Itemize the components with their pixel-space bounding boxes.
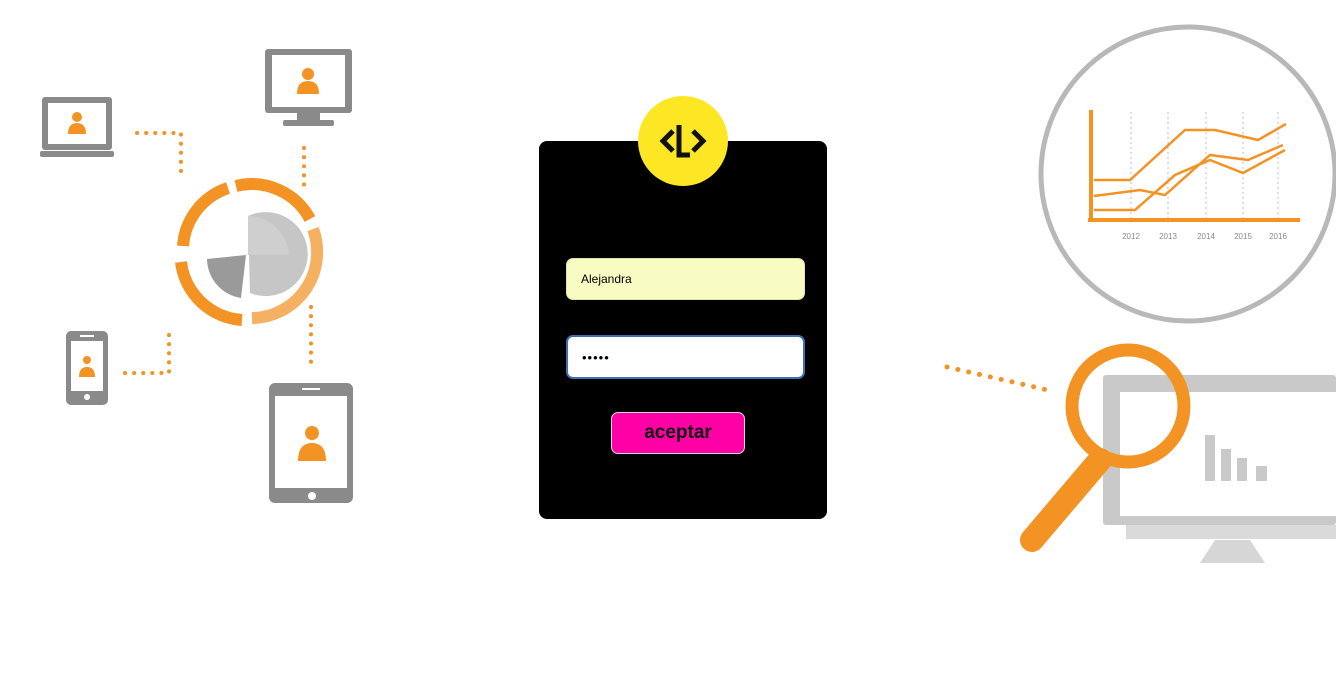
tablet-icon — [269, 383, 353, 503]
monitor-icon — [1103, 375, 1336, 563]
devices-network-illustration — [40, 49, 353, 503]
magnifier-icon — [1020, 343, 1191, 552]
chart-year-label: 2015 — [1234, 232, 1252, 241]
pie-chart-icon — [175, 178, 324, 326]
user-icon — [79, 356, 95, 377]
dotted-connector — [944, 364, 1055, 394]
laptop-icon — [40, 97, 114, 157]
chart-circle — [1038, 24, 1336, 324]
monitor-icon — [265, 49, 352, 126]
code-brackets-l-icon — [659, 125, 707, 158]
analytics-illustration: 2012 2013 2014 2015 2016 — [944, 24, 1336, 563]
username-input[interactable] — [566, 258, 805, 300]
user-icon — [68, 112, 86, 134]
chart-year-label: 2013 — [1159, 232, 1177, 241]
chart-year-label: 2016 — [1269, 232, 1287, 241]
chart-year-label: 2014 — [1197, 232, 1215, 241]
logo-badge — [638, 96, 728, 186]
user-icon — [297, 68, 319, 94]
password-input[interactable] — [566, 335, 805, 379]
chart-year-label: 2012 — [1122, 232, 1140, 241]
line-chart-icon: 2012 2013 2014 2015 2016 — [1088, 110, 1300, 241]
login-card — [539, 141, 827, 519]
phone-icon — [66, 331, 108, 405]
accept-button[interactable]: aceptar — [611, 412, 745, 454]
user-icon — [298, 426, 326, 461]
dotted-connectors — [123, 131, 313, 375]
